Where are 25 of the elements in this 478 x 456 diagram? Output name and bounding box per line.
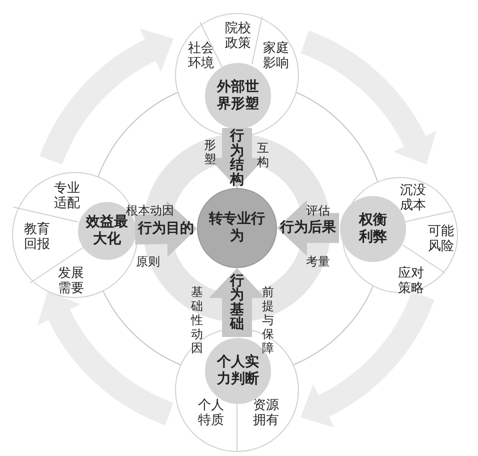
factor-label: 院校政策 <box>224 21 252 51</box>
factor-label: 个人特质 <box>197 398 225 428</box>
relation-label: 原则 <box>136 254 160 270</box>
relation-label: 根本动因 <box>126 204 174 218</box>
arrow-label: 行为目的 <box>138 222 194 237</box>
relation-label: 前提与保障 <box>262 285 274 355</box>
arrow-label: 行为后果 <box>280 220 336 236</box>
factor-label: 可能风险 <box>427 224 455 254</box>
arrow-label: 行为结构 <box>230 129 244 187</box>
block-arrow <box>209 268 265 337</box>
factor-label: 资源拥有 <box>252 398 280 428</box>
relation-label: 评估 <box>306 204 330 218</box>
relation-label: 基础性动因 <box>190 285 204 355</box>
factor-label: 发展需要 <box>57 266 85 296</box>
factor-label: 教育回报 <box>23 222 51 252</box>
relation-label: 形塑 <box>204 138 216 166</box>
block-arrow <box>209 128 265 188</box>
relation-label: 互构 <box>256 141 270 169</box>
center-circle: 转专业行为 <box>197 188 277 268</box>
factor-label: 应对策略 <box>397 266 425 296</box>
arrow-label: 行为基础 <box>230 274 244 332</box>
relation-label: 考量 <box>306 254 330 270</box>
factor-label: 专业适配 <box>53 181 81 211</box>
block-arrow <box>134 201 198 258</box>
block-arrow <box>277 200 339 256</box>
